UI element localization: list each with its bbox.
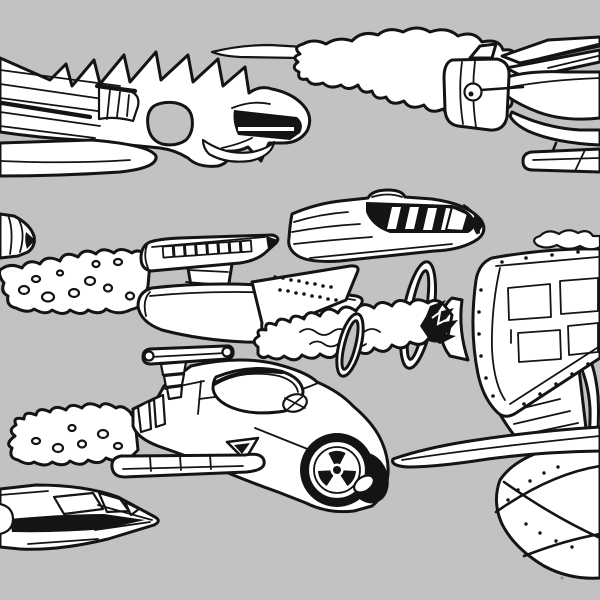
- dark-canopy: [233, 110, 302, 140]
- bubble-trail: [0, 248, 152, 315]
- spiky-dragon-ship: [0, 50, 312, 178]
- cockpit-rivets: [477, 250, 590, 406]
- turbine-hotrod: [110, 344, 390, 514]
- cockpit-panes: [507, 277, 599, 363]
- smoke-ring-small: [335, 312, 365, 378]
- hotrod-smoke: [7, 402, 140, 467]
- small-wedge-ship: [0, 212, 36, 260]
- slat-canopy-speeder: [287, 188, 486, 263]
- rear-vent: [353, 474, 375, 494]
- pontoon: [0, 138, 158, 178]
- smoke-wisp: [533, 229, 600, 251]
- ring-blaster-ship: [391, 247, 600, 580]
- pontoon-rocket: [442, 35, 600, 174]
- engine-port: [463, 82, 483, 102]
- wing-dots: [273, 275, 338, 302]
- hull-rivets: [506, 465, 574, 549]
- nacelle-windows: [161, 239, 253, 259]
- speck: [560, 576, 564, 580]
- arch-gap: [146, 100, 194, 147]
- wedge-racer: [0, 483, 160, 551]
- ring-blaster-exhaust: [252, 260, 470, 378]
- dotted-wing: [250, 264, 360, 333]
